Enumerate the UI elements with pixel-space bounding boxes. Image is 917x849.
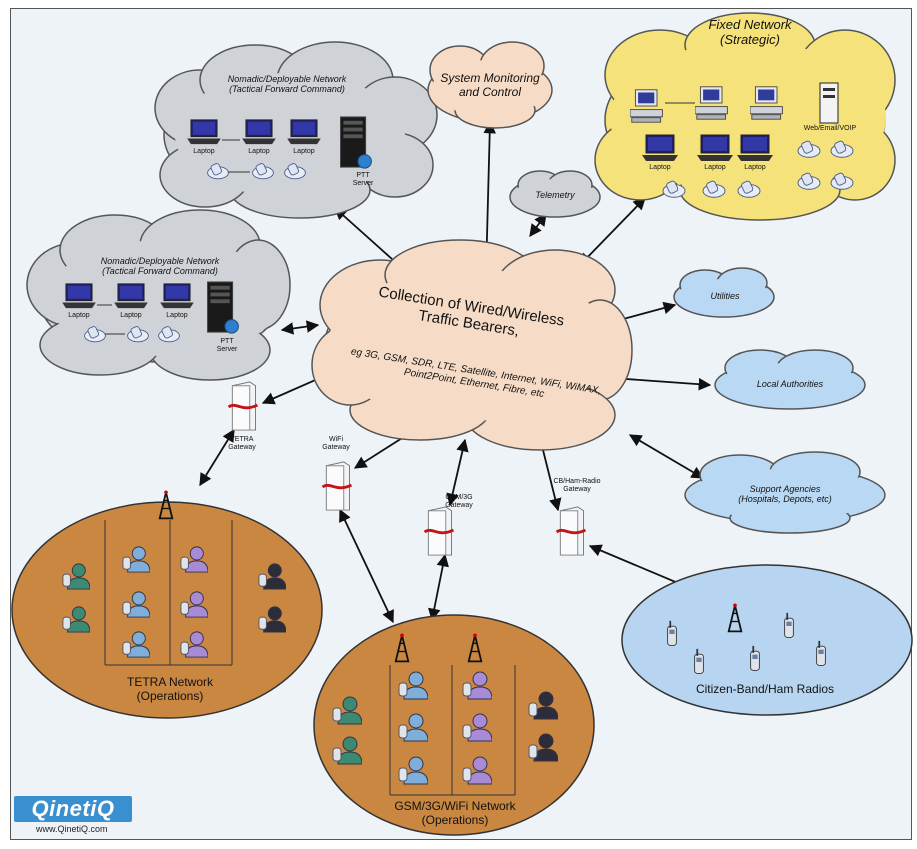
label-line: TETRA Network xyxy=(126,675,213,689)
laptop-label: Laptop xyxy=(248,148,270,155)
laptop-icon xyxy=(186,119,222,145)
support-agencies-label: Support Agencies (Hospitals, Depots, etc… xyxy=(710,484,860,505)
label-line: TETRA xyxy=(230,436,254,443)
system-monitoring-label: System Monitoring and Control xyxy=(430,71,550,100)
laptop-label: Laptop xyxy=(120,312,142,319)
tetra-gateway-label: TETRA Gateway xyxy=(220,436,264,452)
laptop-label: Laptop xyxy=(704,164,726,171)
server-line: Server xyxy=(352,180,374,188)
title-line: Fixed Network xyxy=(708,17,792,32)
label-line: Gateway xyxy=(445,502,473,510)
logo-name: QinetiQ xyxy=(14,796,132,822)
laptop-label: Laptop xyxy=(744,164,766,171)
tetra-gateway-icon xyxy=(228,380,258,432)
title-line: (Tactical Forward Command) xyxy=(229,84,345,95)
label-line: Support Agencies xyxy=(749,484,821,494)
label-line: (Operations) xyxy=(136,688,204,703)
laptop-icon xyxy=(113,283,149,309)
qinetiq-logo: QinetiQ www.QinetiQ.com xyxy=(14,796,144,834)
title-line: Nomadic/Deployable Network xyxy=(227,74,347,84)
label-line: Gateway xyxy=(563,486,591,494)
nomadic-left-icons xyxy=(61,281,239,343)
laptop-icon xyxy=(736,134,774,162)
laptop-icon xyxy=(241,119,277,145)
gsm-gateway-icon xyxy=(424,505,454,557)
gsm-dividers xyxy=(389,665,516,796)
label-line: GSM/3G/WiFi Network xyxy=(394,799,516,813)
laptop-label: Laptop xyxy=(166,312,188,319)
label-line: (Operations) xyxy=(421,812,489,827)
logo-url: www.QinetiQ.com xyxy=(36,824,108,834)
wifi-gateway-label: WiFi Gateway xyxy=(314,436,358,452)
laptop-icon xyxy=(696,134,734,162)
server-line: PTT xyxy=(356,172,370,179)
cb-gateway-icon xyxy=(556,505,586,557)
laptop-label: Laptop xyxy=(193,148,215,155)
laptop-icon xyxy=(61,283,97,309)
title-line: (Strategic) xyxy=(720,31,780,47)
citizen-band-label: Citizen-Band/Ham Radios xyxy=(695,682,835,696)
server-line: PTT xyxy=(220,338,234,345)
web-server-icon xyxy=(819,82,839,124)
label-line: GSM/3G xyxy=(445,494,473,501)
label-line: Gateway xyxy=(228,444,256,452)
wifi-gateway-icon xyxy=(322,460,352,512)
fixed-network-icons xyxy=(630,82,854,198)
utilities-label: Utilities xyxy=(710,291,740,301)
nomadic-top-title: Nomadic/Deployable Network (Tactical For… xyxy=(212,74,362,95)
tetra-dividers xyxy=(104,520,233,666)
server-line: Server xyxy=(216,346,238,354)
gsm-network-ellipse xyxy=(313,614,595,836)
label-line: CB/Ham-Radio xyxy=(553,478,601,485)
laptop-label: Laptop xyxy=(68,312,90,319)
laptop-label: Laptop xyxy=(293,148,315,155)
telemetry-label: Telemetry xyxy=(535,190,575,200)
citizen-band-ellipse xyxy=(621,564,913,716)
cb-gateway-label: CB/Ham-Radio Gateway xyxy=(542,478,612,494)
label-line: and Control xyxy=(458,84,522,99)
label-line: (Hospitals, Depots, etc) xyxy=(738,494,832,505)
label-line: WiFi xyxy=(329,436,343,443)
gsm-network-label: GSM/3G/WiFi Network (Operations) xyxy=(375,799,535,828)
server-label: PTT Server xyxy=(345,172,381,188)
tetra-network-label: TETRA Network (Operations) xyxy=(100,675,240,704)
title-line: Nomadic/Deployable Network xyxy=(100,256,220,266)
local-authorities-label: Local Authorities xyxy=(756,379,824,389)
server-label: PTT Server xyxy=(209,338,245,354)
fixed-network-title: Fixed Network (Strategic) xyxy=(690,17,810,48)
laptop-label: Laptop xyxy=(649,164,671,171)
laptop-icon xyxy=(159,283,195,309)
nomadic-left-title: Nomadic/Deployable Network (Tactical For… xyxy=(85,256,235,277)
laptop-icon xyxy=(286,119,322,145)
gsm-gateway-label: GSM/3G Gateway xyxy=(437,494,481,510)
label-line: System Monitoring xyxy=(440,71,540,85)
nomadic-top-icons xyxy=(186,116,372,180)
tetra-network-ellipse xyxy=(11,501,323,719)
laptop-icon xyxy=(641,134,679,162)
label-line: Gateway xyxy=(322,444,350,452)
web-email-voip-label: Web/Email/VOIP xyxy=(803,125,857,132)
title-line: (Tactical Forward Command) xyxy=(102,266,218,277)
